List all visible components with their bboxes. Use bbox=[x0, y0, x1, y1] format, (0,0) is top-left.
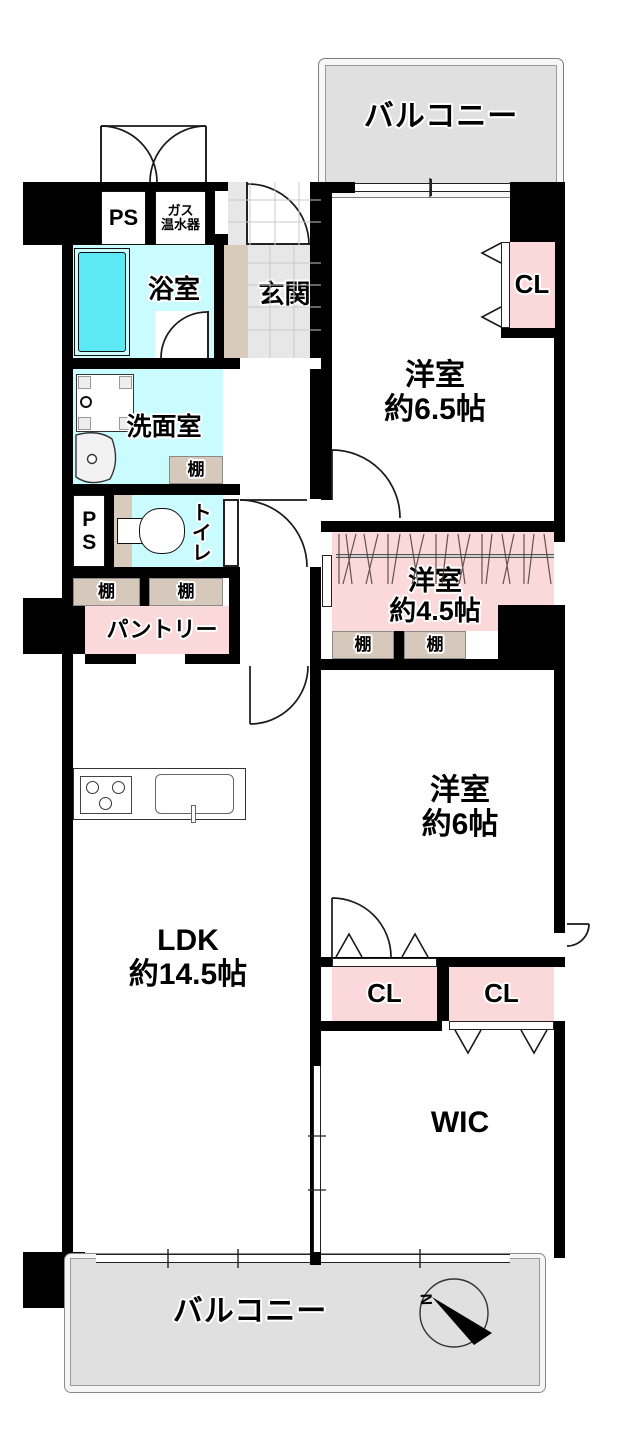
genkan-step bbox=[224, 245, 248, 358]
wall-ps-right bbox=[206, 182, 215, 234]
stove-burner-1 bbox=[86, 781, 99, 794]
closet-cl-right-door bbox=[449, 1021, 554, 1030]
wall-pantry-bottom-left bbox=[85, 654, 136, 664]
bathroom-door-panel bbox=[155, 311, 209, 358]
window-br65 bbox=[355, 183, 510, 192]
wall-cl-left-bottom bbox=[321, 1021, 442, 1031]
wall-top-right-outer bbox=[554, 182, 565, 542]
ldk-label: LDK 約14.5帖 bbox=[128, 924, 248, 991]
wall-shelf-divider bbox=[140, 578, 149, 606]
wall-bath-right bbox=[214, 245, 224, 358]
shelf-pantry-right bbox=[149, 578, 223, 606]
window-bottom-ldk bbox=[96, 1254, 310, 1263]
wall-ps-mid-right bbox=[105, 495, 114, 567]
wall-pantry-bottom-right bbox=[185, 654, 240, 664]
stove-burner-3 bbox=[99, 797, 112, 810]
wall-hall-right-upper bbox=[310, 182, 321, 358]
wall-cl-right-top bbox=[449, 957, 565, 967]
pantry-floor bbox=[85, 606, 239, 654]
closet-cl-top bbox=[510, 242, 555, 328]
pipe-shaft-top bbox=[101, 191, 146, 245]
shelf-pantry-left bbox=[73, 578, 140, 606]
toilet-bowl bbox=[139, 508, 185, 554]
wall-block-top-left bbox=[23, 182, 101, 234]
washing-machine-corner-bl bbox=[78, 417, 91, 430]
wall-br65-left bbox=[321, 182, 332, 500]
genkan-floor bbox=[248, 245, 321, 358]
wall-top-left-of-br65 bbox=[321, 182, 355, 193]
wic-floor-lower bbox=[332, 605, 498, 631]
wall-hall-right-lower bbox=[310, 567, 321, 664]
wall-ps-divider bbox=[146, 182, 155, 234]
washing-machine-corner-br bbox=[119, 417, 132, 430]
wall-br45-right bbox=[554, 1021, 565, 1258]
sliding-partition-ldk-br45 bbox=[313, 1066, 321, 1258]
wall-toilet-bottom bbox=[62, 567, 240, 578]
washing-machine-corner-tr bbox=[119, 376, 132, 389]
wall-wic-right-block bbox=[498, 605, 565, 659]
shelf-wic-right bbox=[404, 631, 466, 659]
wall-bottom-center-post bbox=[310, 1252, 321, 1265]
toilet-door-panel bbox=[223, 499, 239, 567]
wall-wic-bottom bbox=[321, 659, 565, 670]
wall-outer-left-lower bbox=[62, 654, 73, 1258]
wall-bath-bottom bbox=[62, 358, 240, 369]
kitchen-faucet bbox=[191, 805, 196, 823]
wall-wic-shelf-divider bbox=[394, 631, 404, 659]
bedroom-6-label: 洋室 約6帖 bbox=[421, 774, 499, 841]
wall-br6-right bbox=[554, 659, 565, 933]
wall-cl-divider bbox=[437, 957, 449, 1021]
entrance-door-panel bbox=[246, 182, 319, 245]
wall-hall-right-bottom bbox=[310, 664, 321, 1258]
window-bottom-br45 bbox=[321, 1254, 510, 1263]
wall-pantry-right bbox=[229, 567, 240, 664]
gas-water-heater-box bbox=[155, 191, 206, 245]
wic-hanger-rod bbox=[336, 554, 554, 558]
closet-cl-top-doorpanel bbox=[501, 242, 510, 328]
closet-cl-right bbox=[449, 967, 554, 1021]
stove-burner-2 bbox=[112, 781, 125, 794]
bathtub-rim bbox=[74, 248, 130, 356]
wall-genkan-bottom bbox=[224, 358, 240, 369]
bathtub bbox=[78, 252, 126, 352]
balcony-top-floor bbox=[325, 65, 557, 192]
bedroom-6-5-label: 洋室 約6.5帖 bbox=[384, 359, 486, 426]
closet-cl-left-door bbox=[332, 958, 437, 967]
balcony-bottom-floor bbox=[70, 1258, 540, 1386]
wall-cl-top-bottom bbox=[501, 328, 565, 338]
wall-washroom-bottom bbox=[62, 484, 240, 495]
washing-machine-corner-tl bbox=[78, 376, 91, 389]
wall-outer-left-upper bbox=[62, 245, 73, 598]
wall-top-ps-strip bbox=[101, 182, 240, 191]
pipe-shaft-mid bbox=[73, 495, 105, 567]
window-br65-mullion bbox=[430, 179, 432, 196]
shelf-washroom bbox=[169, 456, 223, 484]
wall-block-mid-left bbox=[23, 598, 85, 654]
bedroom-4-5-label: WIC bbox=[430, 1106, 490, 1140]
wic-entry-panel bbox=[322, 555, 332, 607]
shelf-wic-left bbox=[332, 631, 394, 659]
closet-cl-left bbox=[332, 967, 437, 1021]
wall-wic-top bbox=[321, 521, 565, 532]
washing-machine-drain-icon bbox=[80, 396, 92, 408]
wall-hall-right-mid bbox=[310, 369, 321, 499]
